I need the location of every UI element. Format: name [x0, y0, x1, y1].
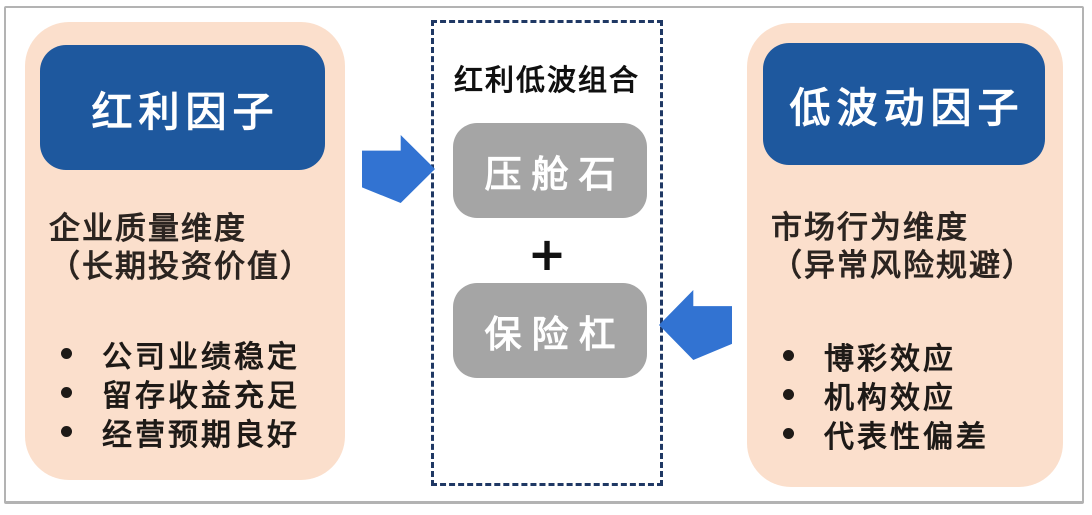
right-panel-title: 低波动因子	[789, 85, 1025, 131]
bullet-item: 博彩效应	[777, 336, 1053, 376]
left-panel-subtitle: 企业质量维度 （长期投资价值）	[25, 210, 345, 286]
center-title: 红利低波组合	[453, 65, 640, 97]
bullet-item: 经营预期良好	[55, 412, 335, 452]
left-panel-subtitle-line1: 企业质量维度	[49, 211, 247, 246]
bullet-label: 公司业绩稳定	[102, 340, 300, 374]
bullet-dot-icon	[61, 426, 72, 437]
right-panel-subtitle-line2: （异常风险规避）	[771, 248, 1035, 283]
bullet-item: 代表性偏差	[777, 414, 1053, 454]
bullet-label: 代表性偏差	[824, 420, 989, 454]
bullet-label: 博彩效应	[824, 342, 956, 376]
center-dashed-box: 红利低波组合 压舱石 + 保险杠	[431, 20, 663, 486]
bullet-dot-icon	[61, 387, 72, 398]
bullet-dot-icon	[783, 428, 794, 439]
bullet-label: 机构效应	[824, 381, 956, 415]
left-panel: 红利因子 企业质量维度 （长期投资价值） 公司业绩稳定 留存收益充足 经营预期良…	[25, 22, 345, 480]
bumper-box-label: 保险杠	[484, 314, 626, 356]
diagram-frame	[4, 6, 1084, 504]
bullet-dot-icon	[783, 389, 794, 400]
right-panel: 低波动因子 市场行为维度 （异常风险规避） 博彩效应 机构效应 代表性偏差	[747, 23, 1063, 487]
bullet-dot-icon	[61, 348, 72, 359]
right-panel-subtitle-line1: 市场行为维度	[771, 210, 969, 245]
bullet-item: 机构效应	[777, 375, 1053, 415]
right-panel-bullet-list: 博彩效应 机构效应 代表性偏差	[747, 336, 1063, 454]
bullet-label: 留存收益充足	[102, 379, 300, 413]
bullet-item: 公司业绩稳定	[55, 334, 335, 374]
plus-sign: +	[527, 227, 567, 281]
bullet-label: 经营预期良好	[102, 418, 300, 452]
left-panel-bullet-list: 公司业绩稳定 留存收益充足 经营预期良好	[25, 334, 345, 452]
left-panel-title: 红利因子	[91, 88, 280, 135]
right-panel-subtitle: 市场行为维度 （异常风险规避）	[747, 209, 1063, 285]
bumper-box: 保险杠	[453, 283, 647, 378]
ballast-box-label: 压舱石	[484, 154, 626, 196]
left-panel-header: 红利因子	[40, 45, 325, 170]
bullet-dot-icon	[783, 350, 794, 361]
right-panel-header: 低波动因子	[763, 43, 1045, 165]
ballast-box: 压舱石	[453, 123, 647, 218]
bullet-item: 留存收益充足	[55, 373, 335, 413]
left-panel-subtitle-line2: （长期投资价值）	[49, 249, 313, 284]
